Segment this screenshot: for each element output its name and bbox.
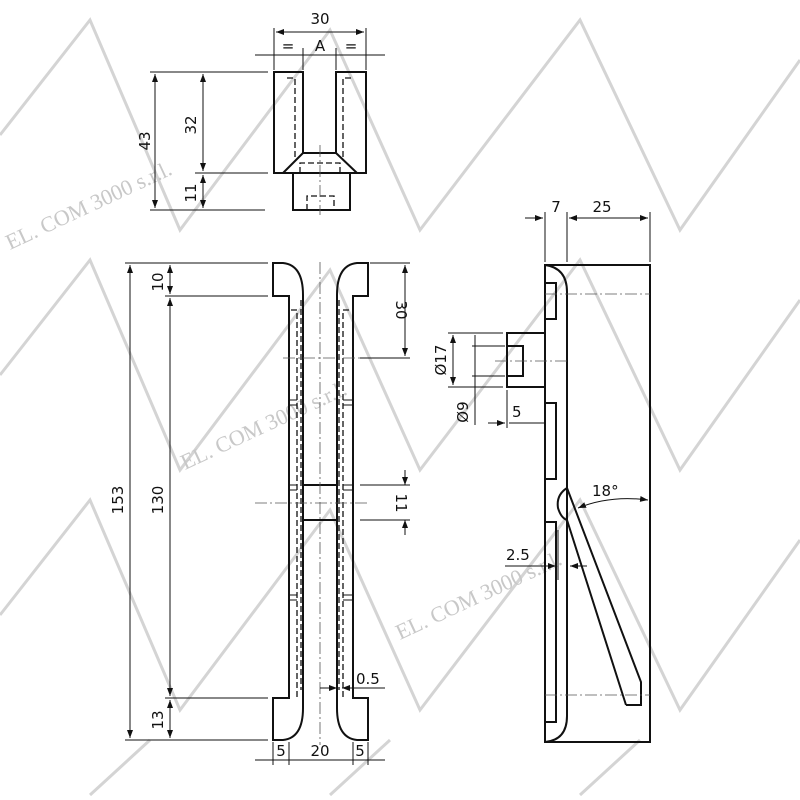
dim-total-height: 43 <box>136 131 154 150</box>
dim-upper-height: 32 <box>182 115 200 134</box>
dim-top-width: 30 <box>310 10 329 28</box>
dim-right-wall: 5 <box>355 742 365 760</box>
watermark-text: EL. COM 3000 s.r.l. <box>2 156 176 255</box>
dim-front-total: 153 <box>109 486 127 515</box>
dim-bottom-flange: 13 <box>149 710 167 729</box>
dim-top-flange: 10 <box>149 272 167 291</box>
dim-body: 130 <box>149 486 167 515</box>
watermark-text: EL. COM 3000 s.r.l. <box>177 376 351 475</box>
dim-slot-a: A <box>315 37 326 55</box>
side-view: 7 25 Ø17 Ø9 5 2.5 18° <box>432 198 651 743</box>
top-view: 30 = A = 43 32 11 <box>136 10 385 215</box>
watermark-text: EL. COM 3000 s.r.l. <box>392 546 566 645</box>
dim-left-wall: 5 <box>276 742 286 760</box>
dim-rail: 7 <box>551 198 561 216</box>
front-view: 153 10 130 13 30 11 0.5 5 20 5 <box>109 262 410 765</box>
dim-block: 11 <box>392 493 410 512</box>
dim-inner-width: 20 <box>310 742 329 760</box>
watermark: EL. COM 3000 s.r.l. EL. COM 3000 s.r.l. … <box>0 17 800 797</box>
dim-equal-right: = <box>345 37 358 55</box>
dim-lever-thickness: 2.5 <box>506 546 530 564</box>
dim-stem-height: 11 <box>182 183 200 202</box>
dim-equal-left: = <box>282 37 295 55</box>
dim-angle: 18° <box>592 482 619 500</box>
dim-top-offset: 30 <box>392 300 410 319</box>
dim-boss-depth: 5 <box>512 403 522 421</box>
dim-hole-diameter: Ø9 <box>454 401 472 422</box>
dim-boss-diameter: Ø17 <box>432 345 450 376</box>
dim-side-body: 25 <box>592 198 611 216</box>
dim-gap: 0.5 <box>356 670 380 688</box>
